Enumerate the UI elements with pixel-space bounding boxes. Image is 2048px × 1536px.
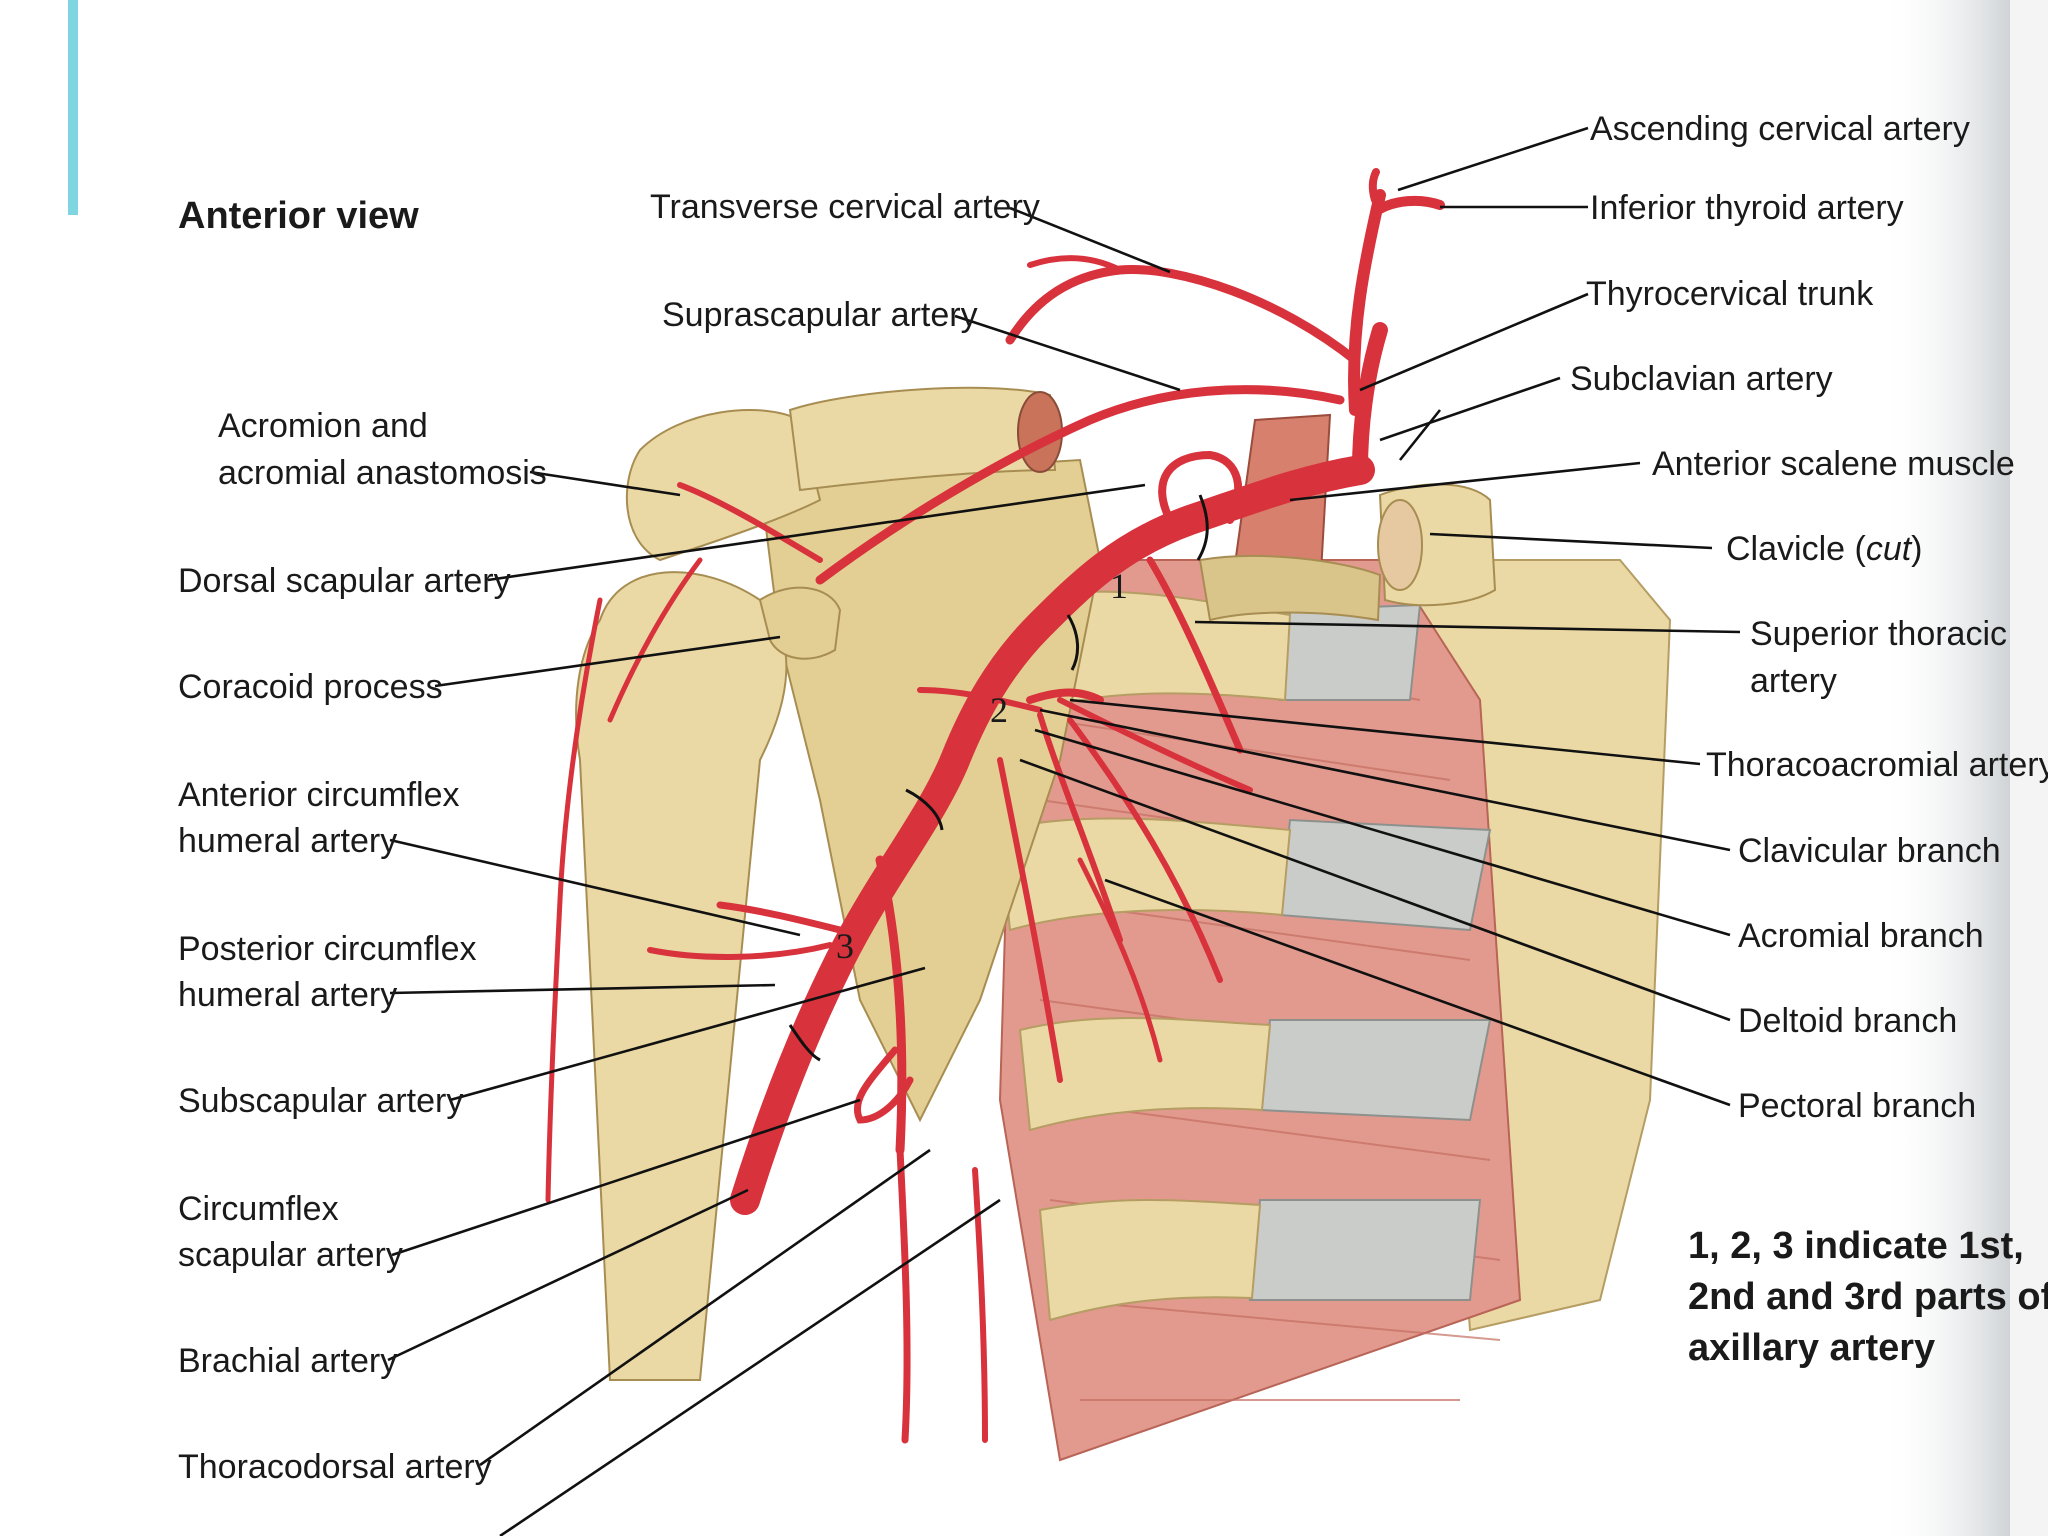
humerus [575, 571, 788, 1381]
label-anterior-circumflex-line2: humeral artery [178, 822, 397, 860]
label-ascending-cervical-artery: Ascending cervical artery [1590, 110, 1970, 148]
label-anterior-circumflex-line1: Anterior circumflex [178, 776, 460, 814]
label-circumflex-scapular-line2: scapular artery [178, 1236, 403, 1274]
part-number-3: 3 [836, 926, 854, 966]
note-line2: 2nd and 3rd parts of [1688, 1276, 2048, 1318]
label-thyrocervical-trunk: Thyrocervical trunk [1586, 275, 1874, 313]
accent-bar [68, 0, 78, 215]
label-posterior-circumflex-line1: Posterior circumflex [178, 930, 477, 968]
leader-lines [387, 126, 1741, 1536]
label-acromial-branch: Acromial branch [1738, 917, 1984, 955]
label-transverse-cervical-artery: Transverse cervical artery [650, 188, 1040, 226]
note-line3: axillary artery [1688, 1327, 1935, 1369]
part-number-2: 2 [990, 690, 1008, 730]
acromion [625, 409, 822, 562]
arteries [545, 168, 1445, 1444]
label-subclavian-artery: Subclavian artery [1570, 360, 1833, 398]
label-inferior-thyroid-artery: Inferior thyroid artery [1590, 189, 1904, 227]
label-brachial-artery: Brachial artery [178, 1342, 397, 1380]
label-suprascapular-artery: Suprascapular artery [662, 296, 978, 334]
part-number-1: 1 [1110, 566, 1128, 606]
label-superior-thoracic-artery-line1: Superior thoracic [1750, 615, 2007, 653]
note-line1: 1, 2, 3 indicate 1st, [1688, 1225, 2024, 1267]
clavicle-lateral [788, 386, 1057, 492]
view-title: Anterior view [178, 195, 419, 237]
label-coracoid-process: Coracoid process [178, 668, 443, 706]
label-dorsal-scapular-artery: Dorsal scapular artery [178, 562, 511, 600]
first-rib [1198, 554, 1382, 622]
label-subscapular-artery: Subscapular artery [178, 1082, 463, 1120]
label-pectoral-branch: Pectoral branch [1738, 1087, 1976, 1125]
label-clavicle: Clavicle (cut) [1726, 530, 1923, 568]
label-superior-thoracic-artery-line2: artery [1750, 662, 1837, 700]
clavicle-medial-cut [1377, 499, 1423, 591]
label-acromion-line2: acromial anastomosis [218, 454, 547, 492]
coracoid [758, 586, 842, 660]
label-anterior-scalene-muscle: Anterior scalene muscle [1652, 445, 2015, 483]
label-circumflex-scapular-line1: Circumflex [178, 1190, 339, 1228]
part-dividers [788, 494, 1209, 1062]
label-posterior-circumflex-line2: humeral artery [178, 976, 397, 1014]
ribs [998, 590, 1292, 1322]
label-thoracoacromial-artery: Thoracoacromial artery [1706, 746, 2048, 784]
label-deltoid-branch: Deltoid branch [1738, 1002, 1957, 1040]
label-thoracodorsal-artery: Thoracodorsal artery [178, 1448, 492, 1486]
page-edge-shadow [1880, 0, 2010, 1536]
label-acromion-line1: Acromion and [218, 407, 428, 445]
page-edge-border [2010, 0, 2048, 1536]
label-clavicular-branch: Clavicular branch [1738, 832, 2001, 870]
illustration [545, 168, 1672, 1462]
